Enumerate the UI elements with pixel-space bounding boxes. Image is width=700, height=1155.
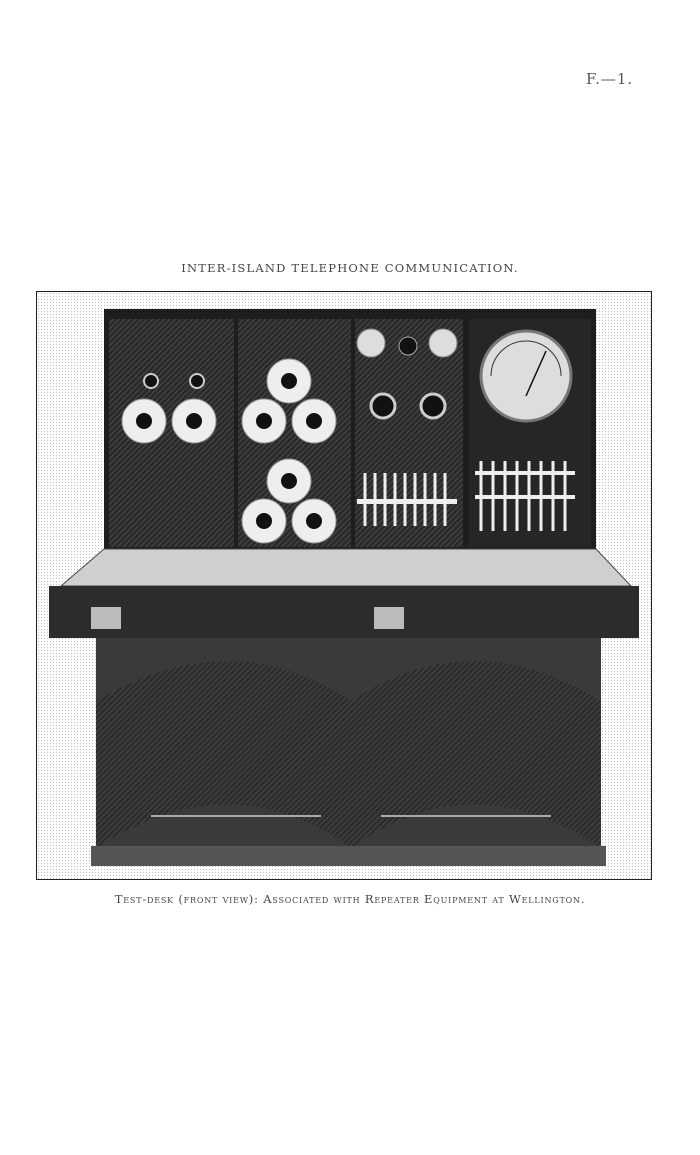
- figure-caption: Test-desk (front view): Associated with …: [114, 892, 586, 906]
- desk-shelf: [59, 548, 633, 587]
- plinth: [91, 846, 606, 866]
- test-desk-photograph: [37, 292, 651, 879]
- meter-large: [479, 329, 573, 423]
- front-rail: [49, 586, 639, 638]
- page-reference: F.—1.: [586, 70, 634, 88]
- photograph-frame: [36, 291, 652, 880]
- plate-title: INTER-ISLAND TELEPHONE COMMUNICATION.: [181, 261, 519, 275]
